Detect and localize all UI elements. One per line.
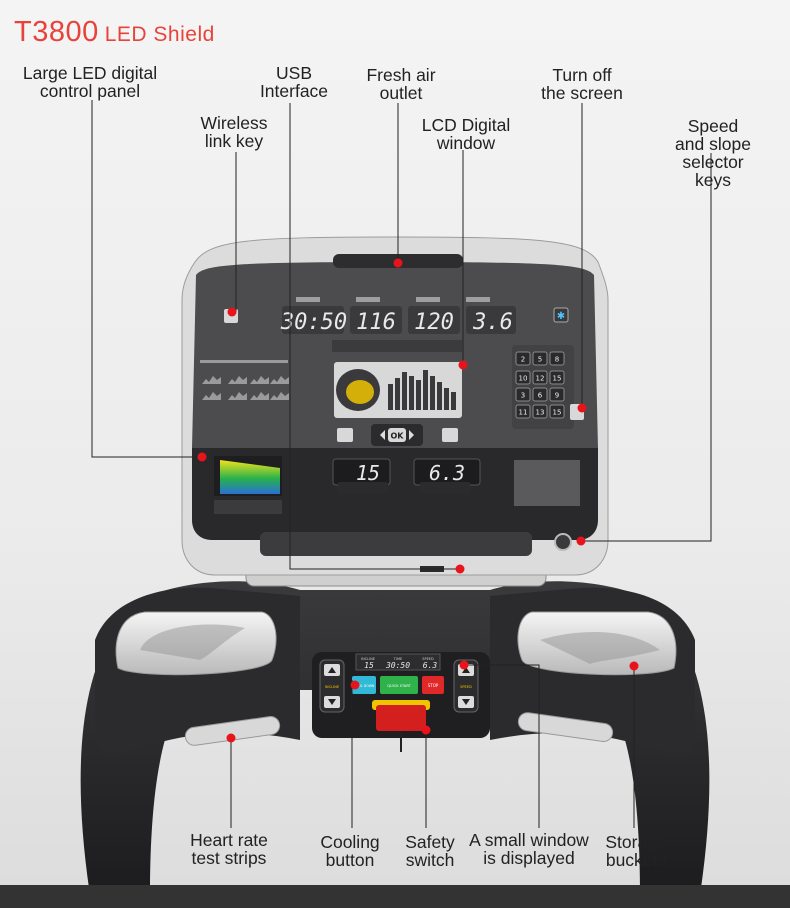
left-arrow-icon[interactable] <box>380 430 385 440</box>
right-heart-rate-strip <box>517 712 614 742</box>
speed-readout: 6.3 <box>429 461 465 485</box>
top-readouts: 30:50 116 120 3.6 <box>280 297 516 335</box>
left-console-key[interactable] <box>337 428 353 442</box>
window-value-incline: 15 <box>364 661 374 670</box>
keypad-key-10[interactable]: 11 <box>519 409 528 417</box>
label-heart-rate: Heart rate test strips <box>190 830 268 868</box>
quick-start-label: QUICK START <box>387 684 411 688</box>
quick-start-button[interactable] <box>380 676 418 694</box>
incline-down-icon <box>328 699 336 705</box>
label-storage: Storage buckets <box>605 832 667 870</box>
label-cooling: Cooling button <box>320 832 380 870</box>
keypad-key-3[interactable]: 8 <box>555 356 559 364</box>
speed-up-icon <box>462 667 470 673</box>
handlebar-control-unit: INCLINE TIME SPEED 15 30:50 6.3 COOL DOW… <box>312 652 490 752</box>
incline-up-icon <box>328 667 336 673</box>
window-value-time: 30:50 <box>385 661 410 670</box>
svg-text:✱: ✱ <box>557 311 565 322</box>
window-label-time: TIME <box>393 657 402 661</box>
incline-speed-displays: 15 6.3 <box>332 458 481 494</box>
model-subtitle: LED Shield <box>104 23 215 46</box>
small-display-window <box>355 653 441 671</box>
keypad-key-12[interactable]: 15 <box>553 409 562 417</box>
callout-markers <box>197 258 639 743</box>
cool-down-label: COOL DOWN <box>354 684 375 688</box>
keypad-key-4[interactable]: 10 <box>519 375 528 383</box>
program-keypad: 2 5 8 10 12 15 3 6 9 11 13 15 <box>512 345 584 429</box>
time-readout: 30:50 <box>280 310 347 335</box>
label-fresh-air: Fresh air outlet <box>366 65 436 103</box>
keypad-key-2[interactable]: 5 <box>538 356 542 364</box>
keypad-key-6[interactable]: 15 <box>553 375 562 383</box>
stop-button[interactable] <box>422 676 444 694</box>
power-button[interactable] <box>554 533 572 551</box>
label-wireless: Wireless link key <box>200 113 268 151</box>
speed-down-icon <box>462 699 470 705</box>
window-value-speed: 6.3 <box>423 661 438 670</box>
incline-side-label: INCLINE <box>325 685 340 689</box>
program-icons <box>200 360 289 400</box>
heart-rate-readout: 116 <box>356 310 396 335</box>
ok-label: OK <box>391 432 405 441</box>
keypad-key-9[interactable]: 9 <box>555 392 559 400</box>
label-speed-slope: Speed and slope selector keys <box>675 116 751 190</box>
window-label-speed: SPEED <box>422 657 434 661</box>
keypad-key-11[interactable]: 13 <box>536 409 545 417</box>
callout-lines <box>91 100 712 828</box>
right-console-key[interactable] <box>442 428 458 442</box>
cool-down-button[interactable] <box>352 676 376 694</box>
speed-side-label: SPEED <box>460 685 472 689</box>
led-control-panel <box>214 456 282 514</box>
label-small-window: A small window is displayed <box>469 830 589 868</box>
calories-readout: 120 <box>414 310 454 335</box>
right-arrow-icon[interactable] <box>409 430 414 440</box>
keypad-key-1[interactable]: 2 <box>521 356 525 364</box>
lcd-digital-window <box>334 362 462 418</box>
label-usb: USB Interface <box>259 63 329 101</box>
wireless-icon <box>553 307 569 323</box>
stop-label: STOP <box>428 683 439 688</box>
navigation-cluster: OK <box>337 424 458 446</box>
keypad-key-8[interactable]: 6 <box>538 392 543 400</box>
window-label-incline: INCLINE <box>361 657 375 661</box>
right-storage-bucket <box>517 611 677 676</box>
incline-readout: 15 <box>356 461 380 485</box>
info-sticker <box>514 460 580 506</box>
keypad-key-5[interactable]: 12 <box>536 375 545 383</box>
left-storage-bucket <box>115 611 277 676</box>
model-name: T3800 <box>14 16 99 48</box>
label-safety: Safety switch <box>405 832 455 870</box>
ok-button[interactable] <box>388 428 406 442</box>
keypad-key-7[interactable]: 3 <box>521 392 525 400</box>
distance-readout: 3.6 <box>472 310 513 335</box>
label-lcd: LCD Digital window <box>421 115 511 153</box>
label-led-panel: Large LED digital control panel <box>22 63 158 101</box>
safety-switch[interactable] <box>376 705 426 731</box>
label-turn-off: Turn off the screen <box>541 65 623 103</box>
